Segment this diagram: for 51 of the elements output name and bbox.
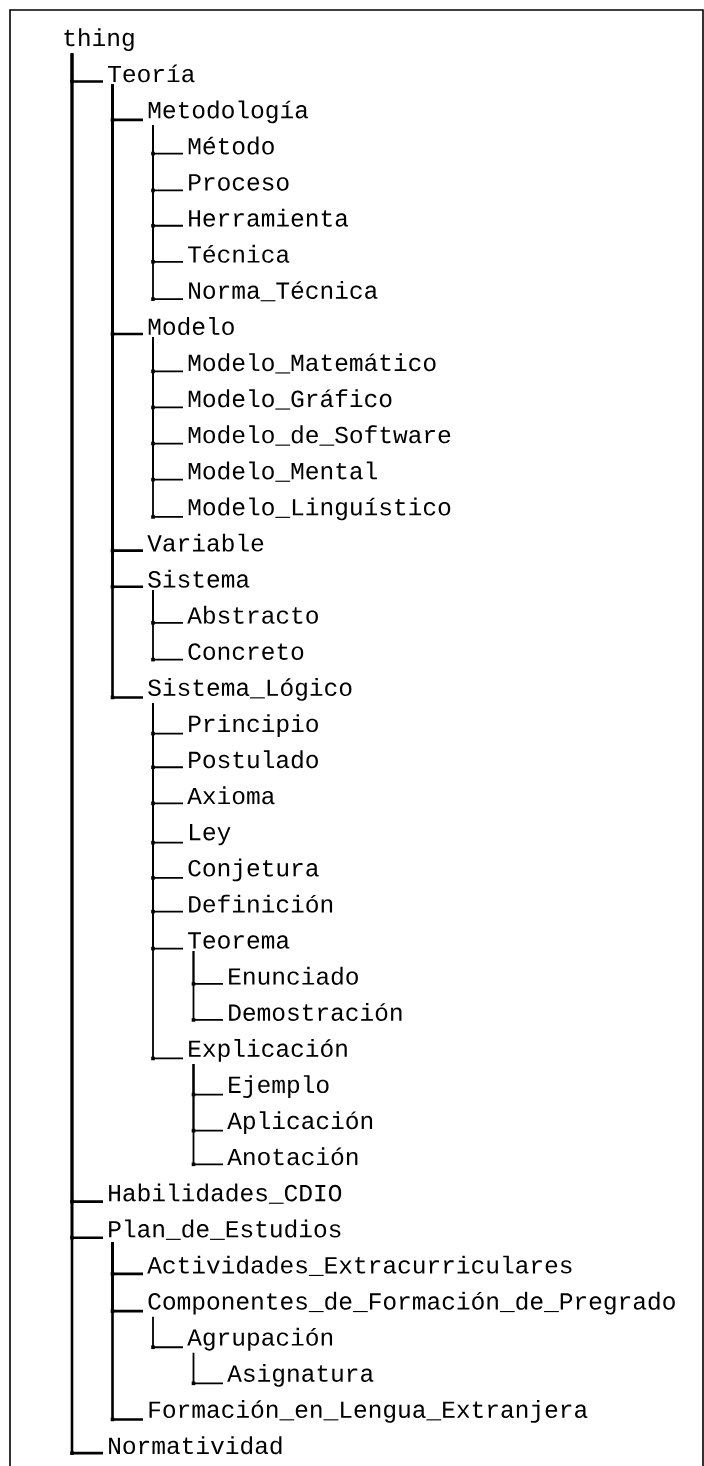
tree-connector (191, 1351, 224, 1386)
tree-node-label: Ley (190, 824, 231, 846)
tree-connector (110, 84, 143, 700)
tree-connector (191, 1063, 224, 1167)
tree-connector (151, 589, 184, 662)
tree-node-label: Demostración (229, 1002, 402, 1021)
tree-node-label: Explicación (189, 1039, 347, 1062)
tree-connector (110, 1242, 143, 1422)
tree-node-label: Modelo_Gráfico (188, 389, 392, 410)
tree-node-label: Agrupación (187, 1327, 333, 1351)
tree-node-label: Sistema (148, 569, 250, 588)
tree-node-label: Habilidades_CDIO (109, 1183, 342, 1204)
tree-node-label: Axioma (187, 786, 275, 805)
tree-node-label: Anotación (227, 1147, 358, 1166)
tree-connector (151, 1315, 184, 1350)
tree-node-label: Técnica (188, 244, 290, 263)
tree-node-label: Postulado (189, 750, 318, 769)
tree-node-label: Formación_en_Lengua_Extranjera (149, 1400, 588, 1423)
tree-node-label: Metodología (148, 100, 309, 124)
tree-node-label: Modelo_Mental (188, 461, 377, 482)
tree-node-label: Concreto (188, 643, 304, 660)
tree-node-label: Norma_Técnica (189, 280, 378, 302)
tree-connector (191, 950, 224, 1022)
tree-node-label: thing (64, 28, 134, 52)
tree-node-label: Teoría (108, 64, 195, 83)
tree-node-label: Componentes_de_Formación_de_Pregrado (148, 1291, 675, 1315)
tree-node-label: Aplicación (227, 1111, 373, 1135)
tree-connector (151, 702, 184, 1061)
tree-node-label: Sistema_Lógico (148, 678, 352, 701)
tree-node-label: Modelo (148, 317, 234, 336)
tree-node-label: Teorema (188, 932, 290, 949)
tree-connector (151, 336, 184, 519)
tree-node-label: Herramienta (189, 208, 349, 227)
tree-node-label: Actividades_Extracurriculares (147, 1255, 572, 1276)
tree-node-label: Variable (147, 533, 264, 552)
tree-node-label: Conjetura (188, 858, 319, 882)
tree-node-label: Modelo_Linguístico (188, 497, 451, 521)
tree-node-label: Modelo_Matemático (188, 353, 436, 374)
tree-node-label: Proceso (189, 174, 289, 191)
tree-connector (151, 124, 184, 301)
tree-node-label: Modelo_de_Software (188, 425, 451, 446)
tree-node-label: Ejemplo (229, 1075, 329, 1098)
tree-node-label: Método (188, 136, 274, 155)
tree-node-label: Normatividad (109, 1436, 282, 1455)
tree-node-label: Plan_de_Estudios (109, 1219, 341, 1240)
tree-node-label: Asignatura (227, 1363, 374, 1387)
tree-connector (70, 53, 103, 1455)
tree-node-label: Definición (189, 894, 333, 913)
tree-node-label: Principio (189, 714, 318, 737)
tree-node-label: Enunciado (229, 966, 358, 985)
tree-node-label: Abstracto (187, 605, 318, 624)
